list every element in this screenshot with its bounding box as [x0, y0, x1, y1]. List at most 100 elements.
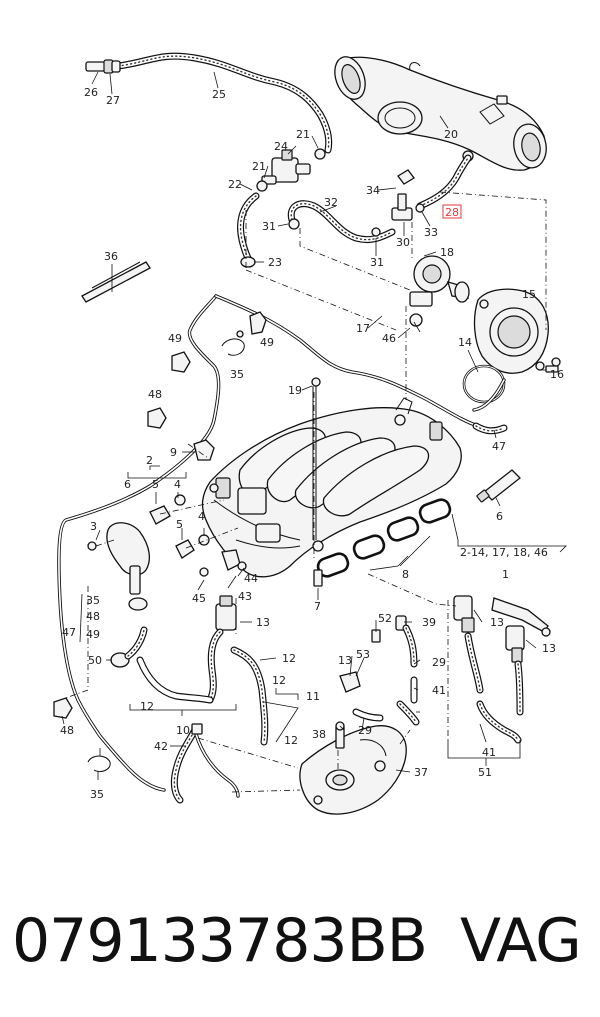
callout-50: 50: [88, 654, 102, 667]
callout-7: 7: [314, 600, 321, 613]
callout-4-a: 4: [174, 478, 181, 491]
grommet-48: [53, 407, 167, 719]
callout-28-highlighted: 28: [445, 206, 459, 219]
callout-13-d: 13: [338, 654, 352, 667]
hose-28: [416, 154, 472, 210]
sensor-13-right: [453, 595, 551, 663]
callout-32: 32: [324, 196, 338, 209]
callout-48-c: 48: [60, 724, 74, 737]
callout-44: 44: [244, 572, 258, 585]
callout-30: 30: [396, 236, 410, 249]
vacuum-hose-25: [114, 52, 333, 154]
callout-49-a: 49: [168, 332, 182, 345]
callout-36: 36: [104, 250, 118, 263]
sealant-6: [476, 469, 521, 503]
callout-15: 15: [522, 288, 536, 301]
callout-range: 2-14, 17, 18, 46: [460, 546, 548, 559]
valve-24: [261, 149, 311, 185]
intake-pipe-20: [334, 56, 547, 171]
callout-19: 19: [288, 384, 302, 397]
wiring-41-right: [464, 632, 524, 744]
callout-9: 9: [170, 446, 177, 459]
callout-41-b: 41: [482, 746, 496, 759]
callout-2-a: 2: [146, 454, 153, 467]
exploded-parts-diagram: 26 27 25 20 21 24 21 22 34 32 28 31 30 3…: [53, 52, 567, 815]
intake-manifold-1: [201, 397, 462, 578]
callout-12-c: 12: [140, 700, 154, 713]
callout-4-b: 4: [198, 510, 205, 523]
callout-13-c: 13: [542, 642, 556, 655]
callout-41-a: 41: [432, 684, 446, 697]
callout-20: 20: [444, 128, 458, 141]
grommet-49: [171, 311, 267, 373]
callout-13-b: 13: [490, 616, 504, 629]
callout-10: 10: [176, 724, 190, 737]
valve-18: [409, 255, 470, 327]
callout-35-b: 35: [86, 594, 100, 607]
check-valve-50: [110, 626, 148, 668]
callout-13-a: 13: [256, 616, 270, 629]
plug-9: [193, 439, 215, 461]
callout-6-a: 6: [124, 478, 131, 491]
callout-25: 25: [212, 88, 226, 101]
stud-7: [313, 569, 323, 587]
callout-5-a: 5: [152, 478, 159, 491]
callout-45: 45: [192, 592, 206, 605]
hose-47: [472, 422, 508, 435]
callout-16: 16: [550, 368, 564, 381]
callout-52: 52: [378, 612, 392, 625]
callout-38: 38: [312, 728, 326, 741]
callout-47-a: 47: [492, 440, 506, 453]
callout-26: 26: [84, 86, 98, 99]
small-parts-5-4: [149, 494, 210, 559]
callout-12-a: 12: [282, 652, 296, 665]
brand-label: VAG: [460, 906, 582, 976]
callout-35-c: 35: [90, 788, 104, 801]
callout-23: 23: [268, 256, 282, 269]
callout-51: 51: [478, 766, 492, 779]
callout-27: 27: [106, 94, 120, 107]
callout-53: 53: [356, 648, 370, 661]
callout-22: 22: [228, 178, 242, 191]
callout-34: 34: [366, 184, 380, 197]
callout-labels: 26 27 25 20 21 24 21 22 34 32 28 31 30 3…: [60, 86, 564, 801]
hose-22: [237, 192, 260, 262]
callout-12-d: 12: [284, 734, 298, 747]
hose-end-26-27: [85, 59, 121, 74]
sensor-bracket-3: [87, 522, 151, 611]
callout-8: 8: [402, 568, 409, 581]
callout-46: 46: [382, 332, 396, 345]
leader-lines: [61, 71, 567, 780]
callout-29-b: 29: [358, 724, 372, 737]
callout-29-a: 29: [432, 656, 446, 669]
wiring-12: [136, 646, 269, 746]
callout-47-b: 47: [62, 626, 76, 639]
callout-33: 33: [424, 226, 438, 239]
callout-49-c: 49: [86, 628, 100, 641]
callout-21-b: 21: [252, 160, 266, 173]
callout-48-b: 48: [86, 610, 100, 623]
callout-48-a: 48: [148, 388, 162, 401]
vacuum-pipe-network: [57, 294, 506, 792]
part-number: 079133783BB: [12, 906, 428, 976]
clamp-23: [240, 256, 256, 268]
hose-10-42: [170, 723, 240, 804]
callout-17: 17: [356, 322, 370, 335]
callout-18: 18: [440, 246, 454, 259]
callout-1: 1: [502, 568, 509, 581]
gaskets-8: [316, 498, 452, 578]
callout-21-a: 21: [296, 128, 310, 141]
t-piece-30: [288, 169, 425, 237]
callout-11: 11: [306, 690, 320, 703]
seal-14: [462, 364, 506, 404]
callout-31-b: 31: [370, 256, 384, 269]
wiring-29-41: [352, 624, 420, 726]
footer: 079133783BB VAG: [0, 890, 600, 990]
callout-5-b: 5: [176, 518, 183, 531]
callout-31-a: 31: [262, 220, 276, 233]
callout-37: 37: [414, 766, 428, 779]
bolt-19: [311, 377, 321, 540]
callout-3: 3: [90, 520, 97, 533]
assembly-lines: [59, 191, 547, 793]
callout-12-b: 12: [272, 674, 286, 687]
